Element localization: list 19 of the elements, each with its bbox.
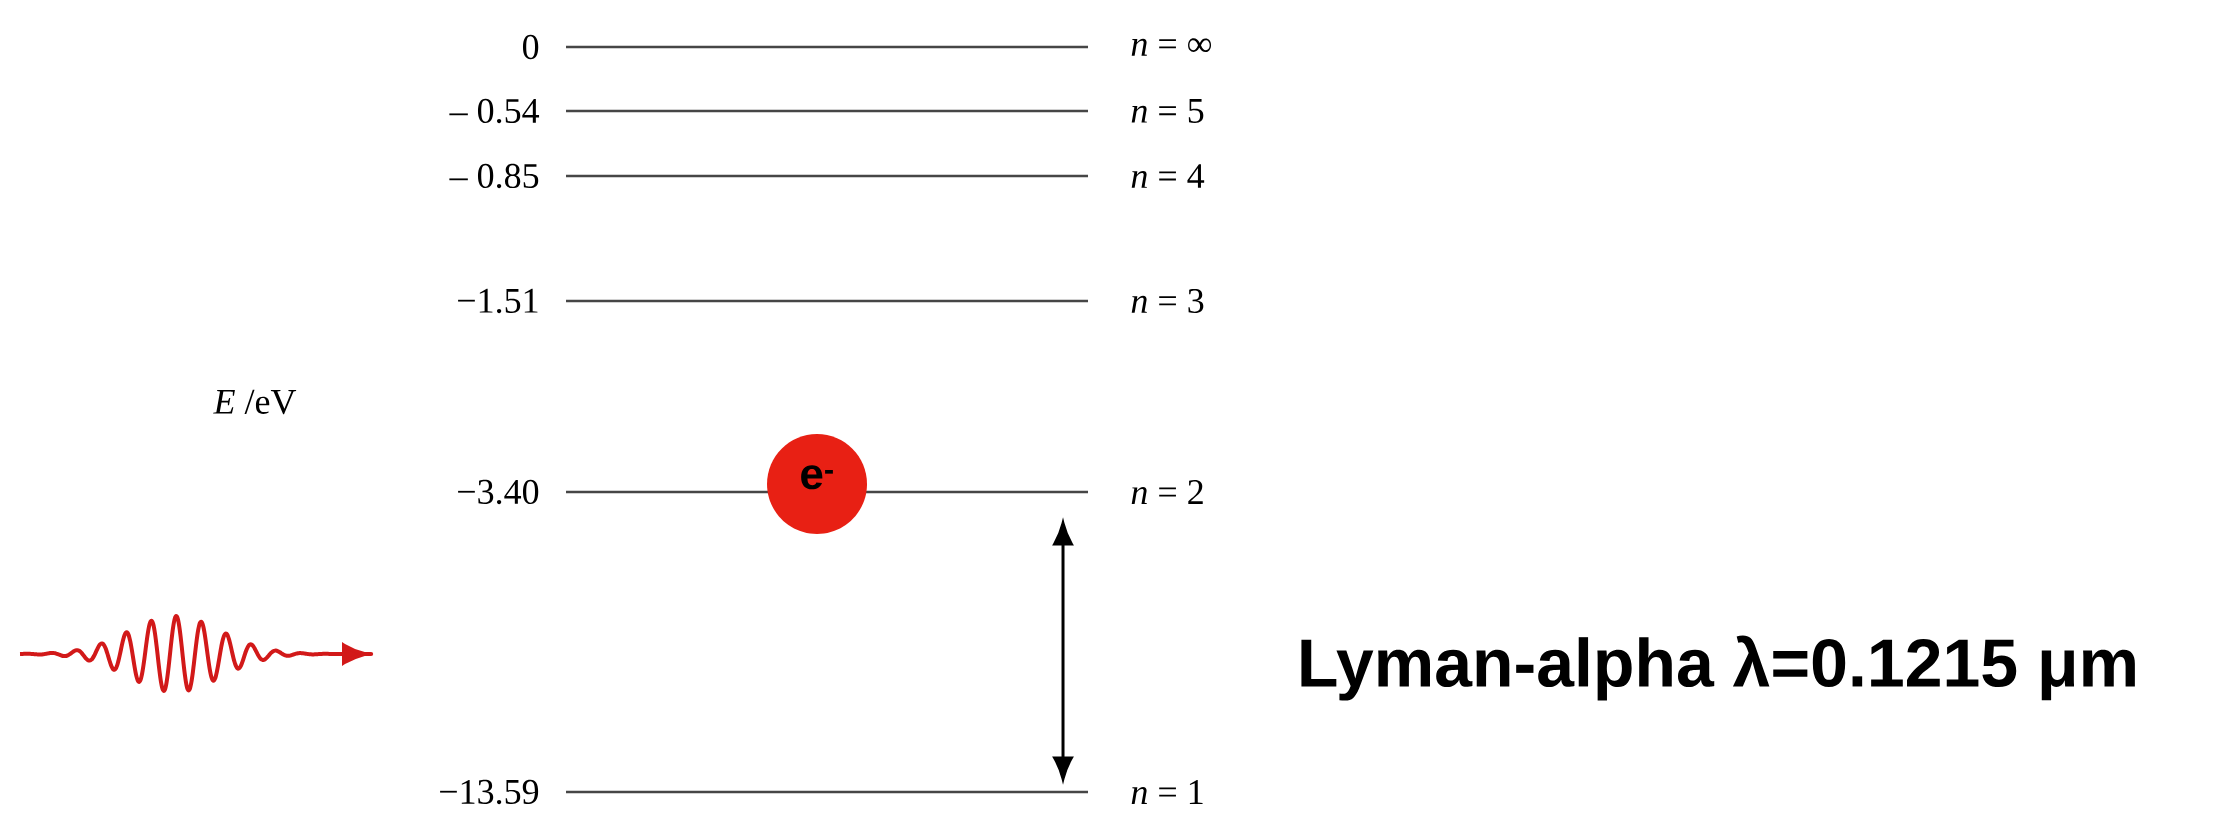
quantum-number: n = 1: [1131, 780, 1203, 804]
quantum-number: n = 3: [1131, 288, 1204, 314]
energy-value: 0: [523, 34, 539, 60]
energy-level-line: [566, 174, 1088, 178]
energy-level-line: [566, 299, 1088, 303]
energy-value: −3.40: [458, 479, 539, 505]
energy-value: −1.51: [458, 288, 538, 314]
quantum-number: n = ∞: [1131, 38, 1211, 56]
transition-label: Lyman-alpha λ=0.1215 μm: [1301, 635, 2135, 701]
quantum-number: n = 5: [1131, 99, 1204, 123]
energy-value: −13.59: [440, 779, 539, 805]
energy-value: – 0.85: [449, 163, 539, 189]
energy-value: – 0.54: [449, 98, 540, 124]
energy-level-line: [566, 109, 1088, 113]
quantum-number: n = 2: [1131, 480, 1203, 504]
quantum-number: n = 4: [1131, 164, 1205, 188]
energy-level-line: [566, 45, 1088, 49]
energy-level-line: [566, 790, 1088, 794]
axis-label: E /eV: [213, 389, 297, 415]
